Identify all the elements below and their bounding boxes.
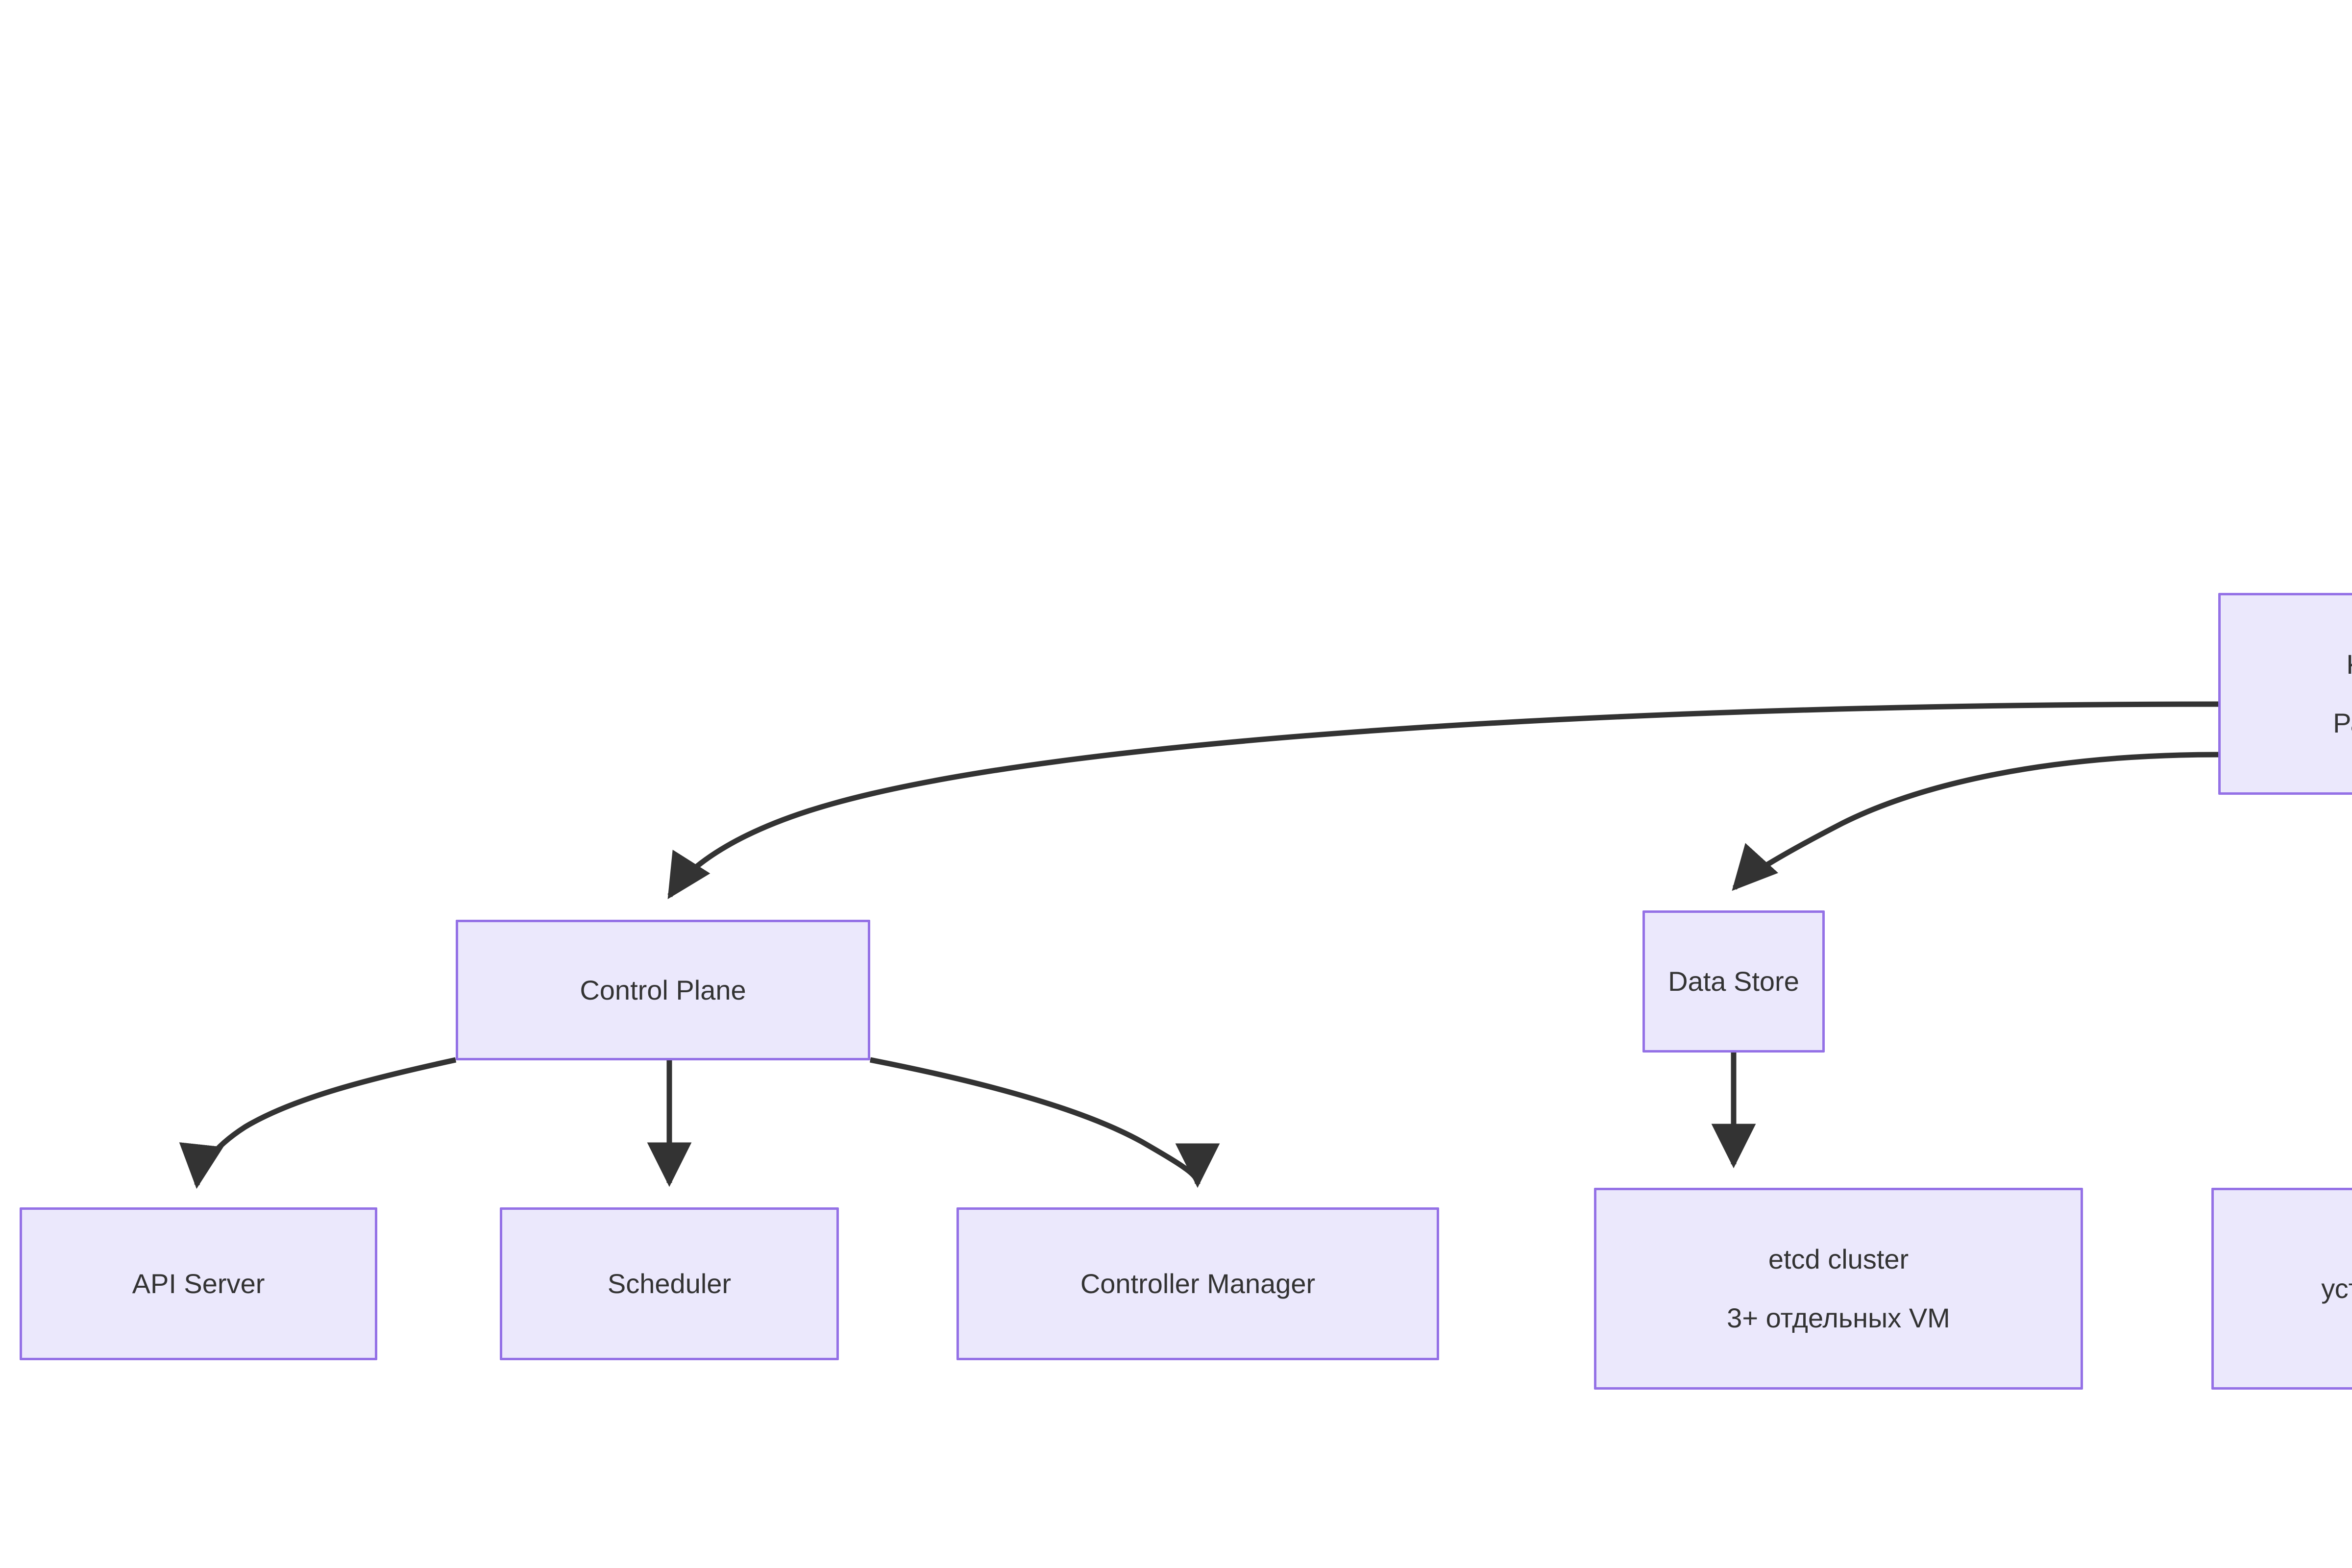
node-control-plane-label: Control Plane <box>580 974 746 1005</box>
edge-control-plane-to-controller-manager <box>869 1057 1220 1188</box>
node-etcd-cluster[interactable]: etcd cluster 3+ отдельных VM <box>1594 1188 2083 1390</box>
edge-root-to-data-store <box>1732 752 2219 891</box>
edge-control-plane-to-api-server <box>179 1057 457 1189</box>
edge-root-to-control-plane <box>667 701 2219 899</box>
node-api-server-label: API Server <box>132 1268 265 1299</box>
node-root[interactable]: K Раз <box>2218 593 2352 795</box>
node-data-store[interactable]: Data Store <box>1642 910 1825 1053</box>
node-install[interactable]: уста <box>2211 1188 2352 1390</box>
node-controller-manager[interactable]: Controller Manager <box>956 1207 1439 1360</box>
node-control-plane[interactable]: Control Plane <box>456 920 870 1060</box>
node-scheduler-label: Scheduler <box>607 1268 732 1299</box>
node-root-line-1: K <box>2346 644 2352 685</box>
node-scheduler[interactable]: Scheduler <box>500 1207 839 1360</box>
node-api-server[interactable]: API Server <box>20 1207 377 1360</box>
node-data-store-label: Data Store <box>1668 966 1799 997</box>
node-root-line-2: Раз <box>2333 708 2352 738</box>
node-controller-manager-label: Controller Manager <box>1080 1268 1316 1299</box>
node-etcd-cluster-line-1: etcd cluster <box>1768 1244 1909 1274</box>
node-install-label: уста <box>2321 1273 2352 1304</box>
node-etcd-cluster-line-2: 3+ отдельных VM <box>1727 1302 1950 1333</box>
